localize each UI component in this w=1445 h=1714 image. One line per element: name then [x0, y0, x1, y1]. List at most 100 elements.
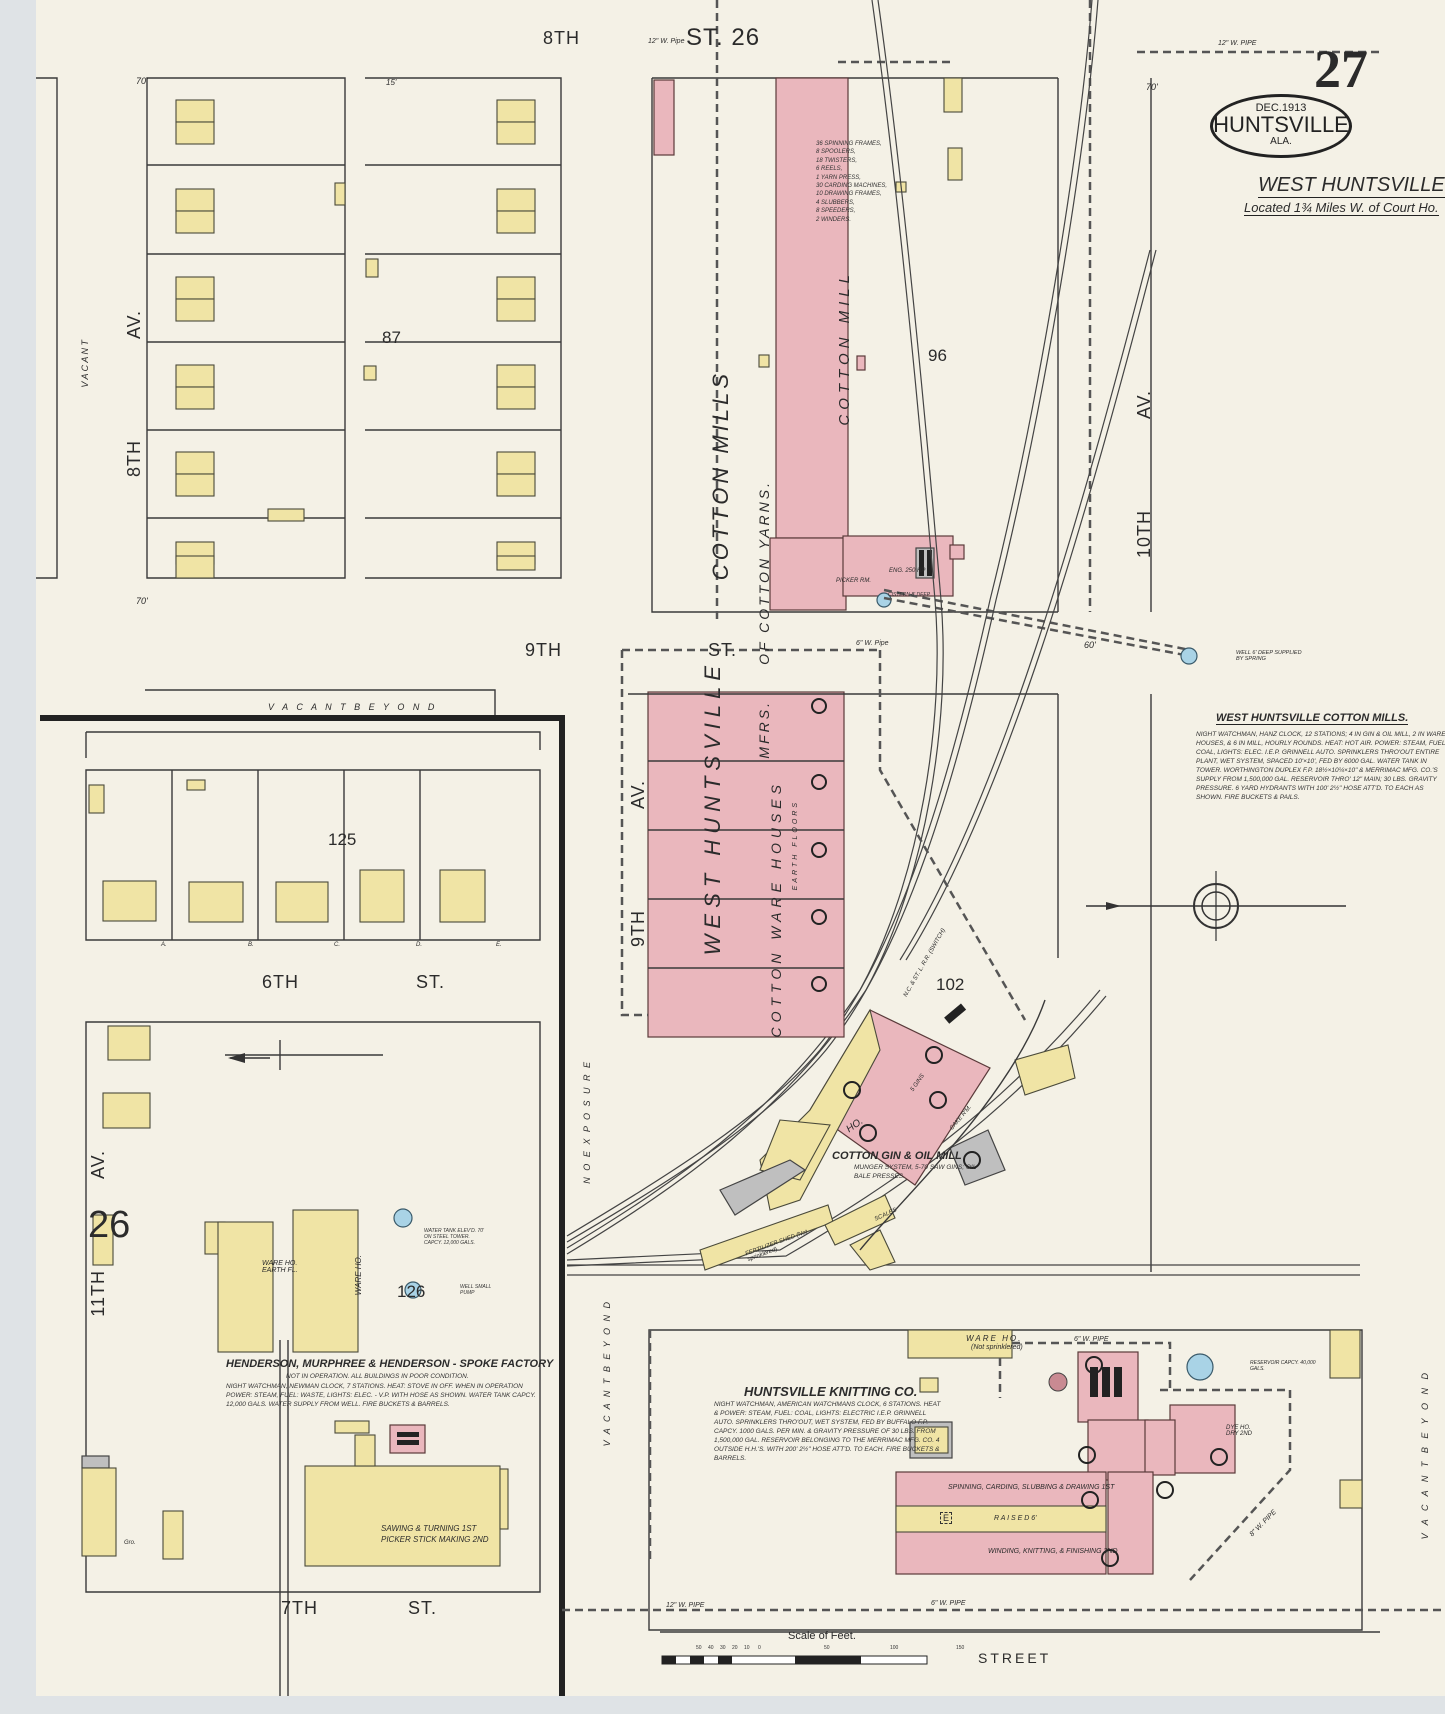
block-87: 87 [382, 328, 401, 347]
gin-mill-subtitle: MUNGER SYSTEM, 5-70 SAW GINS; OIL BALE P… [854, 1164, 977, 1180]
reservoir-label: RESERVOIR CAPCY. 40,000 GALS. [1250, 1360, 1316, 1372]
street-7th-st: 7TH [281, 1598, 319, 1618]
equipment-list: 36 SPINNING FRAMES, 8 SPOOLERS, 18 TWIST… [816, 140, 887, 224]
equipment-item: 4 SLUBBERS, [816, 199, 855, 206]
pipe-12-bottom: 12" W. PIPE [666, 1602, 705, 1609]
well-pump-label: WELL SMALL PUMP [460, 1284, 492, 1296]
pipe-12-top-right: 12" W. PIPE [1218, 40, 1257, 47]
street-9th-st-suffix: ST. [708, 640, 738, 660]
street-st-26: ST. 26 [686, 24, 761, 51]
equipment-item: 10 DRAWING FRAMES, [816, 191, 882, 198]
block-102: 102 [936, 975, 965, 994]
street-7th-st-suffix: ST. [408, 1598, 438, 1618]
knitting-warehouse-note: (Not sprinklered) [971, 1344, 1023, 1351]
equipment-item: 18 TWISTERS, [816, 157, 858, 164]
cotton-mills-notes-title: WEST HUNTSVILLE COTTON MILLS. [1216, 712, 1409, 725]
cotton-mill-name: COTTON MILL [836, 270, 853, 426]
location-note: Located 1¾ Miles W. of Court Ho. [1244, 200, 1439, 216]
scale-tick: 40 [708, 1645, 714, 1651]
sawing-label: SAWING & TURNING 1ST [381, 1524, 477, 1533]
warehouses-label: COTTON WARE HOUSES [768, 780, 784, 1038]
pipe-6-d: 6" W. PIPE [1074, 1336, 1109, 1343]
cotton-warehouses [647, 691, 845, 1038]
street-8th-av-suffix: AV. [124, 310, 144, 340]
lot-d: D. [416, 942, 422, 948]
winding-label: WINDING, KNITTING, & FINISHING 2ND [988, 1548, 1118, 1555]
lot-c: C. [334, 942, 340, 948]
adjacent-sheet-26: 26 [88, 1204, 131, 1246]
picker-stick-label: PICKER STICK MAKING 2ND [381, 1535, 489, 1544]
engine-label: ENG. 250 HP [889, 568, 926, 574]
no-exposure: N O E X P O S U R E [582, 1060, 592, 1184]
street-8th-st: 8TH [543, 28, 581, 48]
equipment-item: 2 WINDERS. [816, 216, 852, 223]
street-9th-av-suffix: AV. [628, 780, 648, 810]
knitting-title: HUNTSVILLE KNITTING CO. [744, 1384, 918, 1399]
cotton-mill-building [769, 77, 965, 611]
pipe-6-a: 6" W. Pipe [856, 640, 889, 647]
cotton-mills-title: COTTON MILLS [708, 370, 733, 581]
dye-house-label: DYE HO. DRY 2ND [1226, 1425, 1253, 1437]
title-state: ALA. [1270, 136, 1292, 147]
equipment-item: 1 YARN PRESS, [816, 174, 861, 181]
scale-tick: 30 [720, 1645, 726, 1651]
scale-tick: 50 [696, 1645, 702, 1651]
vacant-beyond-right: V A C A N T B E Y O N D [1420, 1370, 1430, 1540]
equipment-item: 30 CARDING MACHINES, [816, 183, 888, 190]
compass-rose [1086, 871, 1346, 941]
title-city: HUNTSVILLE [1213, 112, 1349, 137]
equipment-item: 8 SPOOLERS, [816, 149, 856, 156]
vacant-beyond-mid: V A C A N T B E Y O N D [602, 1300, 612, 1447]
street-11th-av-suffix: AV. [88, 1150, 108, 1180]
scale-tick: 20 [732, 1645, 738, 1651]
scale-tick: 100 [890, 1645, 899, 1651]
block-125: 125 [328, 830, 357, 849]
block-126: 126 [397, 1282, 426, 1301]
district-name: WEST HUNTSVILLE [1258, 174, 1445, 198]
map-sheet: .ln{stroke:#3a3a3a;stroke-width:1.4;fill… [36, 0, 1445, 1696]
cistern-label: CISTERN 8' DEEP [888, 592, 931, 598]
dim-70-mid: 70' [136, 596, 148, 606]
street-11th-av: 11TH [88, 1270, 108, 1317]
scale-title: Scale of Feet. [788, 1630, 856, 1642]
pipe-6-bottom: 6" W. PIPE [931, 1600, 966, 1607]
lot-b: B. [248, 942, 254, 948]
cotton-mills-notes: NIGHT WATCHMAN, HANZ CLOCK, 12 STATIONS;… [1196, 731, 1445, 801]
scale-ticks: 50 40 30 20 10 0 50 100 150 [696, 1645, 986, 1655]
equipment-item: 36 SPINNING FRAMES, [816, 141, 882, 147]
title-cartouche: DEC.1913 HUNTSVILLE ALA. [1210, 94, 1352, 158]
dwellings-left [175, 99, 305, 579]
ware-ho-earth: WARE HO. EARTH FL. [262, 1260, 298, 1274]
dim-70-top: 70' [136, 76, 148, 86]
equipment-item: 6 REELS, [816, 166, 843, 173]
spoke-factory-status: NOT IN OPERATION. ALL BUILDINGS IN POOR … [286, 1373, 469, 1380]
grocery-label: Gro. [124, 1540, 136, 1546]
pipe-12-top: 12" W. Pipe [648, 38, 685, 45]
spoke-factory-title: HENDERSON, MURPHREE & HENDERSON - SPOKE … [226, 1358, 554, 1370]
street-bottom: STREET [978, 1650, 1052, 1666]
street-6th-st: 6TH [262, 972, 300, 992]
gin-mill-title: COTTON GIN & OIL MILL [832, 1150, 962, 1162]
picker-room: PICKER RM. [836, 578, 872, 584]
spoke-factory-notes: NIGHT WATCHMAN, NEWMAN CLOCK, 7 STATIONS… [226, 1383, 536, 1408]
company-label: WEST HUNTSVILLE [700, 660, 725, 956]
street-9th-av: 9TH [628, 910, 648, 948]
dim-15: 15' [386, 78, 397, 87]
warehouse-floors: EARTH FLOORS [792, 800, 799, 891]
gin-oil-mill [699, 1003, 1076, 1271]
street-9th-st: 9TH [525, 640, 563, 660]
knitting-notes: NIGHT WATCHMAN, AMERICAN WATCHMANS CLOCK… [714, 1401, 941, 1462]
title-date: DEC.1913 [1255, 102, 1307, 114]
street-10th-av: 10TH [1134, 510, 1154, 559]
mfrs-label: MFRS. [756, 700, 772, 759]
yarns-label: OF COTTON YARNS. [756, 480, 772, 665]
scale-tick: 10 [744, 1645, 750, 1651]
water-tank-label: WATER TANK ELEV'D. 70' ON STEEL TOWER. C… [424, 1228, 484, 1246]
scale-tick: 0 [758, 1645, 761, 1651]
block-96: 96 [928, 346, 947, 365]
elevator-icon: E [940, 1512, 953, 1524]
street-8th-av: 8TH [124, 440, 144, 478]
sheet-number: 27 [1314, 39, 1368, 99]
equipment-item: 8 SPEEDERS, [816, 208, 856, 215]
well-label: WELL 6' DEEP SUPPLIED BY SPRING [1236, 650, 1302, 662]
